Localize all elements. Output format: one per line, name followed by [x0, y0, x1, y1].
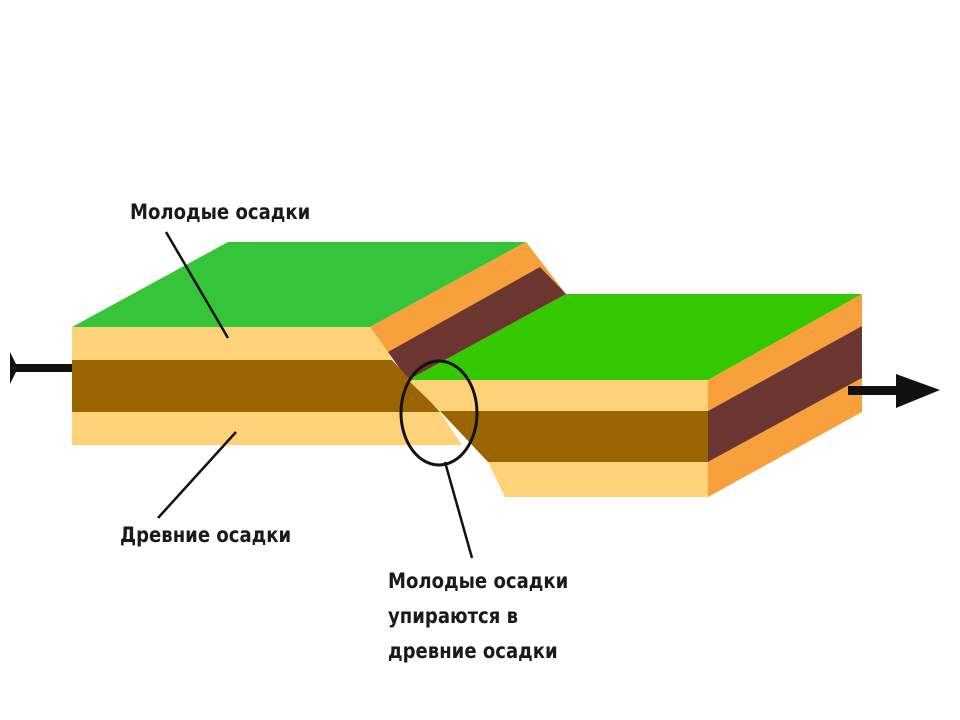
left-front-ancient	[72, 360, 440, 412]
right-side-orange-top	[708, 294, 862, 411]
fault-contact-circle	[399, 359, 479, 467]
callout-line-2: упираются в	[388, 604, 519, 628]
fault-scarp-maroon-band	[388, 267, 566, 380]
leader-line-young	[164, 231, 230, 339]
right-side-maroon	[708, 326, 862, 462]
left-arrow-icon	[10, 352, 72, 384]
callout-line-3: древние осадки	[388, 639, 558, 663]
left-front-young-top	[72, 327, 392, 360]
left-block-top-surface	[72, 242, 526, 327]
right-side-orange-bottom	[708, 378, 862, 497]
left-front-young-bottom	[72, 412, 462, 445]
leader-line-callout	[443, 461, 474, 559]
label-callout: Молодые осадки упираются в древние осадк…	[388, 564, 568, 669]
right-front-young-bottom	[488, 462, 708, 497]
right-front-ancient	[440, 411, 708, 462]
label-young-sediments: Молодые осадки	[130, 200, 311, 224]
label-ancient-sediments: Древние осадки	[120, 523, 292, 547]
right-front-young-top	[408, 380, 708, 411]
leader-line-ancient	[157, 431, 237, 519]
right-block-top-surface	[408, 294, 862, 380]
right-arrow-icon	[848, 374, 940, 408]
callout-line-1: Молодые осадки	[388, 569, 569, 593]
